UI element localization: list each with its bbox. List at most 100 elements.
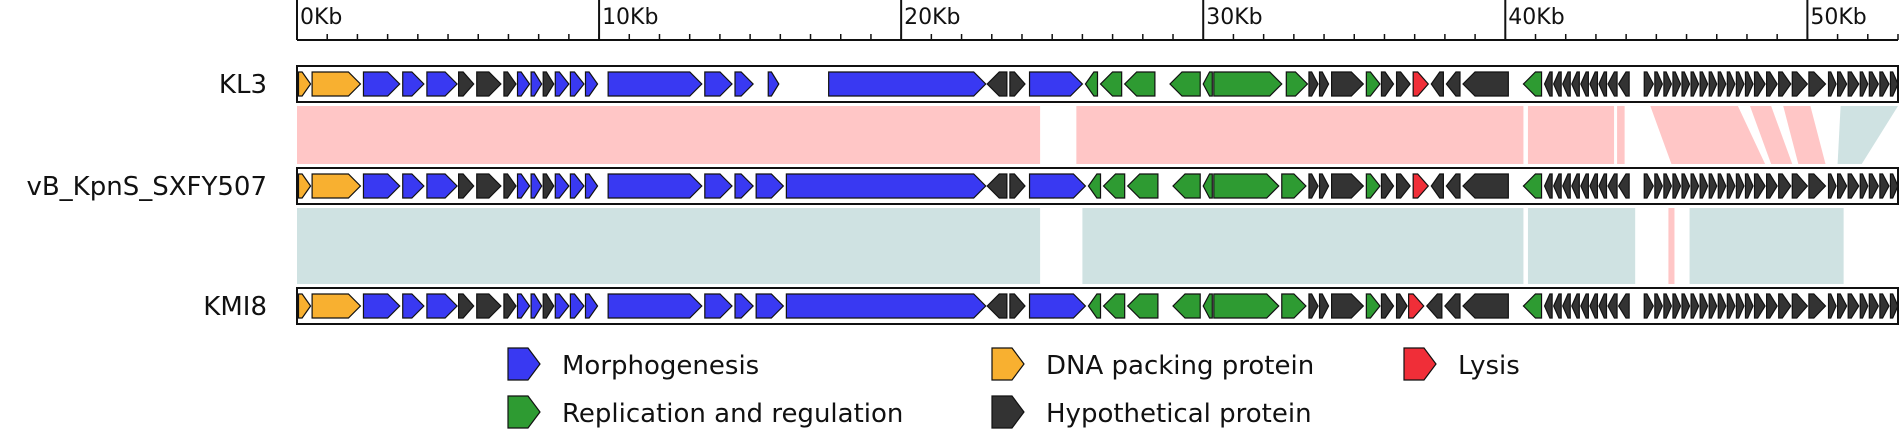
legend-swatch-icon (991, 395, 1025, 429)
gene-arrow (1889, 71, 1899, 97)
gene-arrow (426, 293, 458, 319)
gene-arrow (1681, 293, 1691, 319)
gene-arrow (1589, 293, 1599, 319)
gene-arrow (1365, 173, 1381, 199)
gene-arrow (554, 173, 570, 199)
genome-track: vB_KpnS_SXFY507 (26, 167, 1899, 205)
identity-link-block (1650, 106, 1766, 164)
genome-label: vB_KpnS_SXFY507 (26, 172, 267, 202)
gene-arrow (1213, 173, 1280, 199)
gene-arrow (1365, 71, 1381, 97)
legend-swatch-icon (1403, 347, 1437, 381)
genome-track: KL3 (219, 65, 1899, 103)
gene-arrow (1744, 71, 1754, 97)
gene-arrow (1699, 173, 1709, 199)
gene-arrow (1699, 71, 1709, 97)
gene-arrow (542, 293, 555, 319)
gene-arrow (402, 173, 425, 199)
scale-tick-label: 0Kb (300, 5, 342, 30)
gene-arrow (1753, 71, 1766, 97)
gene-arrow (1444, 293, 1461, 319)
identity-link-block (1617, 106, 1625, 164)
gene-arrow (1766, 71, 1778, 97)
gene-arrow (1827, 293, 1837, 319)
gene-arrow (1028, 71, 1084, 97)
gene-arrow (1412, 71, 1430, 97)
gene-arrow (516, 71, 531, 97)
gene-arrow (607, 293, 703, 319)
gene-arrow (1607, 173, 1618, 199)
genome-track: KMI8 (203, 287, 1899, 325)
gene-arrow (1836, 293, 1848, 319)
gene-arrow (1331, 71, 1365, 97)
identity-link-block (1527, 106, 1615, 164)
gene-arrow (476, 293, 502, 319)
gene-arrow (1836, 173, 1848, 199)
gene-arrow (1717, 71, 1727, 97)
gene-arrow (476, 71, 502, 97)
identity-link-block (1668, 208, 1675, 284)
gene-arrow (1462, 173, 1509, 199)
gene-arrow (569, 173, 585, 199)
gene-arrow (1009, 71, 1026, 97)
gene-arrow (1766, 173, 1778, 199)
gene-arrow (1202, 71, 1213, 97)
gene-arrow (584, 293, 599, 319)
gene-arrow (1672, 173, 1682, 199)
gene-arrow (704, 173, 733, 199)
gene-arrow (1717, 173, 1727, 199)
gene-arrow (1672, 293, 1682, 319)
gene-arrow (1808, 173, 1827, 199)
gene-arrow (1744, 293, 1754, 319)
gene-arrow (1522, 173, 1543, 199)
gene-arrow (1879, 71, 1890, 97)
gene-arrow (1663, 71, 1673, 97)
gene-arrow (1778, 71, 1792, 97)
gene-arrow (704, 293, 733, 319)
gene-arrow (1708, 71, 1718, 97)
identity-link-block (1783, 106, 1826, 164)
gene-arrow (1285, 71, 1309, 97)
gene-arrow (1663, 293, 1673, 319)
gene-arrow (1735, 71, 1745, 97)
gene-arrow (1395, 173, 1411, 199)
identity-link-block (1527, 208, 1636, 284)
gene-arrow (1598, 71, 1608, 97)
gene-arrow (311, 173, 362, 199)
gene-arrow (1753, 173, 1766, 199)
gene-arrow (1868, 293, 1880, 319)
gene-arrow (1571, 293, 1580, 319)
legend-label: Morphogenesis (562, 351, 759, 381)
gene-arrow (297, 71, 312, 97)
gene-arrow (734, 71, 754, 97)
gene-arrow (1607, 293, 1618, 319)
gene-arrow (1708, 293, 1718, 319)
gene-arrow (1690, 293, 1700, 319)
gene-arrow (297, 173, 312, 199)
gene-arrow (458, 173, 475, 199)
identity-links-layer (297, 106, 1898, 284)
gene-arrow (1408, 293, 1425, 319)
gene-arrow (1562, 293, 1571, 319)
gene-arrow (569, 293, 585, 319)
gene-arrow (986, 173, 1008, 199)
gene-arrow (1859, 71, 1869, 97)
gene-arrow (1462, 71, 1509, 97)
gene-arrow (1462, 293, 1509, 319)
gene-arrow (1445, 71, 1461, 97)
gene-arrow (1028, 173, 1087, 199)
gene-arrow (1791, 173, 1809, 199)
gene-arrow (1580, 71, 1589, 97)
gene-arrow (1827, 173, 1837, 199)
identity-link-block (1076, 106, 1524, 164)
gene-arrow (1726, 71, 1736, 97)
identity-link-block (297, 208, 1041, 284)
gene-arrow (1380, 71, 1395, 97)
identity-link-block (1749, 106, 1793, 164)
gene-arrow (1331, 293, 1365, 319)
gene-arrow (569, 71, 585, 97)
gene-arrow (1726, 173, 1736, 199)
gene-arrow (402, 71, 425, 97)
gene-arrow (1102, 293, 1126, 319)
